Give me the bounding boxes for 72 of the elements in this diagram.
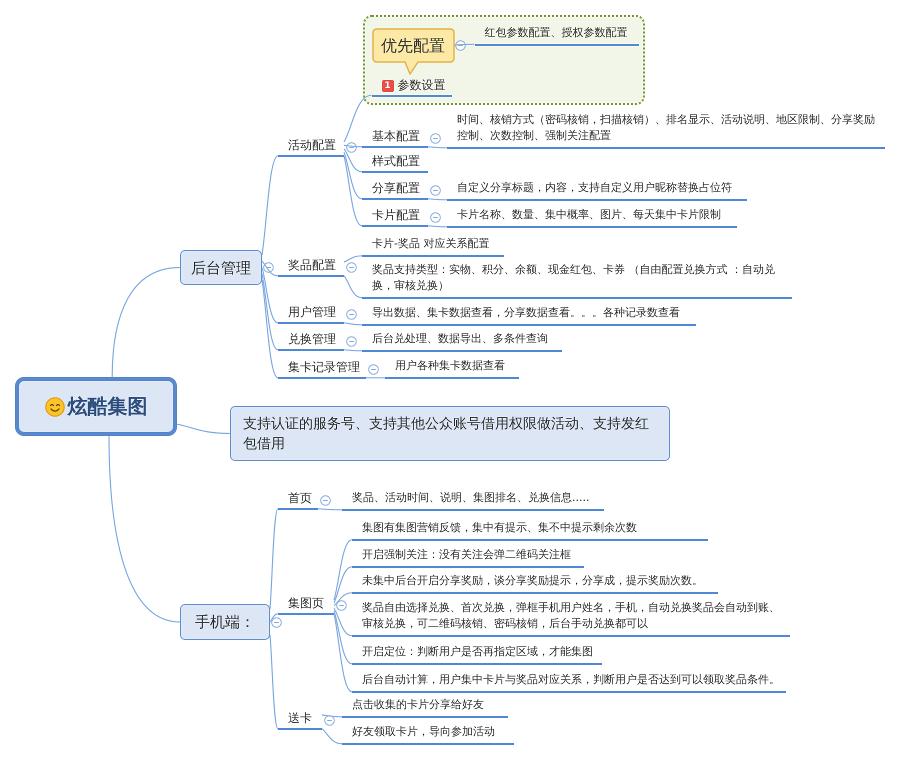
boundary-frame (363, 15, 645, 105)
branch-topic: 奖品配置 (278, 255, 344, 277)
detail-topic: 卡片-奖品 对应关系配置 (362, 234, 504, 257)
branch-topic: 活动配置 (278, 135, 344, 157)
connector-line (344, 275, 362, 298)
branch-topic: 集卡记录管理 (278, 357, 366, 379)
topic-text: 参数设置 (398, 78, 446, 92)
detail-topic: 开启定位：判断用户是否再指定区域，才能集图 (352, 642, 602, 665)
connector-line (343, 152, 362, 200)
detail-topic: 未集中后台开启分享奖励，谈分享奖励提示，分享成，提示奖励次数。 (352, 571, 718, 594)
detail-topic: 时间、核销方式（密码核销，扫描核销）、排名显示、活动说明、地区限制、分享奖励控制、次数控制、强制关注配置 (447, 110, 885, 149)
connector-line (261, 274, 278, 350)
branch-topic: 基本配置 (362, 126, 428, 148)
connector-line (333, 566, 352, 604)
connector-line (269, 508, 278, 610)
connector-line (343, 156, 362, 226)
detail-topic: 用户各种集卡数据查看 (385, 356, 519, 379)
topic-box: 后台管理 (180, 250, 262, 285)
connector-line (176, 424, 230, 434)
connector-line (428, 225, 447, 228)
connector-line (343, 94, 372, 142)
branch-topic: 用户管理 (278, 302, 344, 324)
connector-line (261, 280, 278, 378)
connector-line (428, 198, 447, 200)
detail-topic: 集图有集图营销反馈，集中有提示、集不中提示剩余次数 (352, 518, 708, 541)
connector-line (261, 155, 278, 256)
branch-topic: 卡片配置 (362, 205, 428, 227)
branch-topic: 集图页 (278, 593, 334, 615)
connector-line (333, 608, 352, 636)
connector-line (322, 714, 342, 718)
detail-topic: 后台兑处理、数据导出、多条件查询 (362, 329, 562, 352)
connector-line (366, 377, 385, 378)
detail-topic: 开启强制关注：没有关注会弹二维码关注框 (352, 545, 584, 568)
connector-line (108, 436, 180, 623)
connector-line (333, 614, 352, 692)
detail-topic: 奖品支持类型：实物、积分、余额、现金红包、卡券 （自由配置兑换方式 ：自动兑换，审核兑换） (362, 260, 792, 299)
detail-topic: 奖品自由选择兑换、首次兑换，弹框手机用户姓名，手机，自动兑换奖品会自动到账、审核兑换，可二维码核销、密码核销，后台手动兑换都可以 (352, 598, 790, 637)
connector-line (344, 255, 362, 263)
central-topic-box (15, 377, 177, 436)
detail-topic: 导出数据、集卡数据查看，分享数据查看。。。各种记录数查看 (362, 303, 696, 326)
connector-line (261, 267, 278, 324)
central-topic-text: 炫酷集图 (68, 393, 148, 420)
branch-topic: 首页 (278, 488, 318, 510)
connector-line (269, 634, 278, 730)
branch-topic: 分享配置 (362, 178, 428, 200)
detail-topic: 奖品、活动时间、说明、集图排名、兑换信息..... (342, 488, 604, 511)
connector-line (428, 146, 447, 148)
branch-topic: 样式配置 (362, 151, 428, 173)
connector-line (344, 144, 362, 148)
detail-topic: 红包参数配置、授权参数配置 (474, 22, 638, 46)
topic-box: 支持认证的服务号、支持其他公众账号借用权限做活动、支持发红包借用 (230, 406, 670, 461)
callout-bubble: 优先配置 (372, 28, 454, 74)
connector-line (344, 148, 362, 172)
topic-box: 手机端： (180, 604, 270, 640)
connector-line (112, 266, 180, 378)
detail-topic: 点击收集的卡片分享给好友 (342, 695, 508, 718)
connector-line (454, 44, 474, 46)
connector-line (334, 592, 352, 606)
detail-topic: 好友领取卡片，导向参加活动 (342, 722, 514, 745)
branch-topic: 送卡 (278, 708, 322, 730)
connector-line (322, 728, 342, 744)
detail-topic: 自定义分享标题，内容，支持自定义用户昵称替换占位符 (447, 178, 747, 201)
detail-topic: 卡片名称、数量、集中概率、图片、每天集中卡片限制 (447, 205, 737, 228)
connector-line (344, 322, 362, 326)
detail-topic: 后台自动计算，用户集中卡片与奖品对应关系，判断用户是否达到可以领取奖品条件。 (352, 670, 786, 693)
connector-line (344, 349, 362, 352)
priority-badge: 1 (382, 80, 394, 92)
connector-line (333, 539, 352, 600)
connector-line (333, 610, 352, 664)
connector-line (318, 508, 342, 510)
branch-topic: 兑换管理 (278, 329, 344, 351)
connector-line (262, 260, 278, 276)
